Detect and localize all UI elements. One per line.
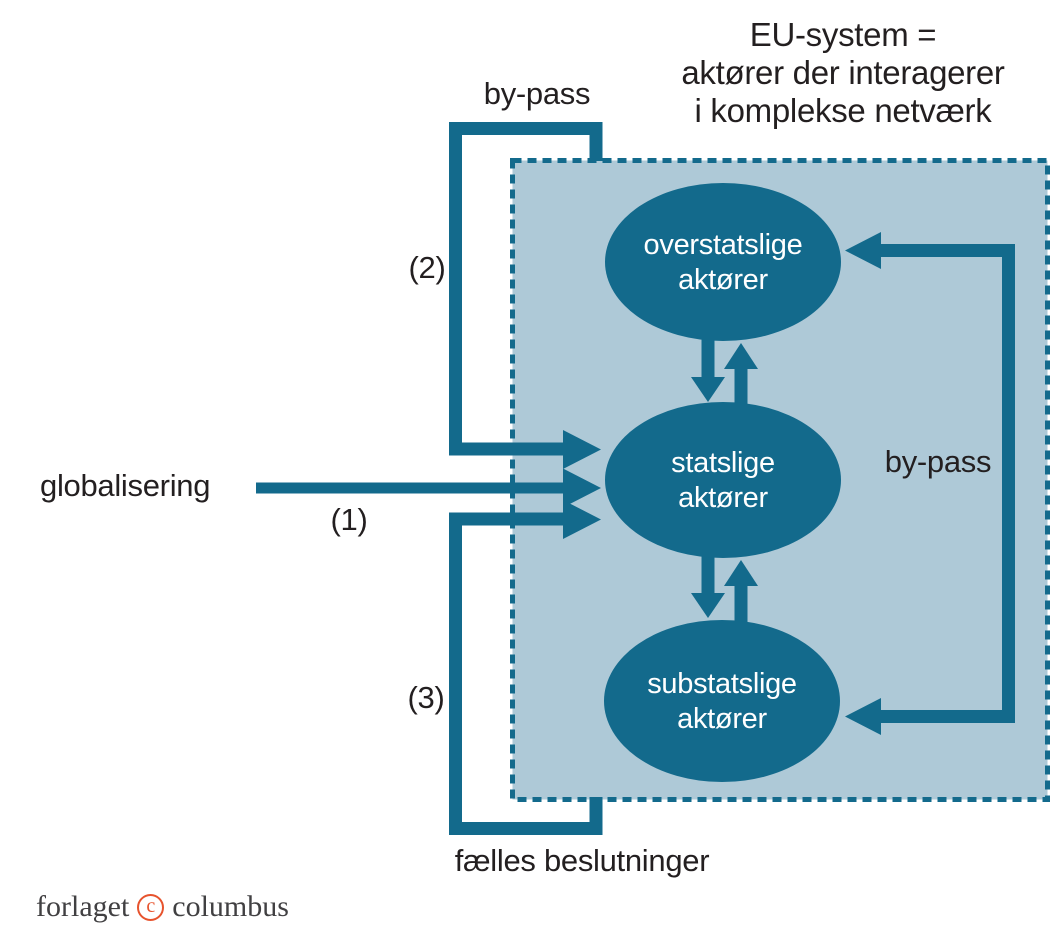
arrow-over-stat-up-head [724, 343, 758, 369]
publisher-word-columbus: columbus [172, 890, 289, 923]
arrow-over-stat-down-head [691, 377, 725, 402]
globalisering-arrowhead [563, 468, 601, 508]
globalisering-label: globalisering [40, 468, 211, 503]
title-line-2: aktører der interagerer [681, 54, 1005, 91]
substatslige-ellipse [604, 620, 840, 782]
title-line-1: EU-system = [749, 16, 937, 53]
statslige-label: statslige aktører [603, 446, 843, 516]
arrow-stat-sub-down-head [691, 593, 725, 618]
bypass-2-line [449, 122, 603, 456]
overstatslige-label: overstatslige aktører [603, 228, 843, 298]
bypass-top-label: by-pass [483, 76, 591, 111]
title-line-3: i komplekse netværk [694, 92, 992, 129]
marker-2-label: (2) [408, 250, 446, 285]
bypass-2-arrowhead [563, 430, 601, 469]
bypass-right-arrowhead-top [845, 232, 881, 269]
substatslige-label: substatslige aktører [602, 667, 842, 737]
arrow-stat-sub-up-head [724, 560, 758, 586]
diagram-title: EU-system = aktører der interagerer i ko… [633, 16, 1053, 130]
marker-1-label: (1) [330, 502, 368, 537]
overstatslige-ellipse [605, 183, 841, 341]
faelles-3-arrowhead [563, 500, 601, 539]
substatslige-label-line2: aktører [677, 703, 767, 735]
bypass-right-arrowhead-bottom [845, 698, 881, 735]
faelles-beslutninger-label: fælles beslutninger [454, 843, 710, 878]
bypass-right-line [876, 244, 1015, 723]
substatslige-label-line1: substatslige [647, 668, 797, 700]
overstatslige-label-line2: aktører [678, 264, 768, 296]
faelles-3-line [449, 512, 603, 835]
publisher-logo: forlaget c columbus [36, 890, 289, 924]
overstatslige-label-line1: overstatslige [643, 229, 803, 261]
marker-3-label: (3) [407, 680, 445, 715]
statslige-label-line1: statslige [671, 447, 775, 479]
copyright-circle-icon: c [137, 893, 165, 921]
statslige-ellipse [605, 402, 841, 558]
publisher-word-forlaget: forlaget [36, 890, 130, 923]
bypass-right-label: by-pass [884, 444, 992, 479]
statslige-label-line2: aktører [678, 482, 768, 514]
